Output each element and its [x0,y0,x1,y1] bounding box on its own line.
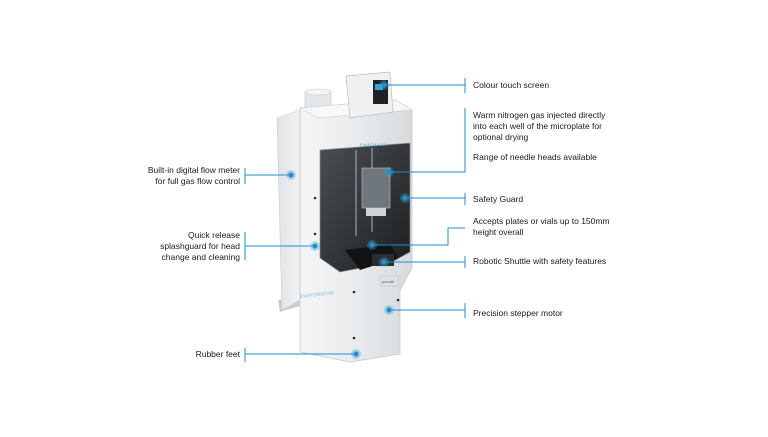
brand-badge-text: porvair [382,279,395,284]
base-brand-text: EVAPORATOR [300,290,335,300]
brand-badge [379,275,399,287]
callout-colour-touch-screen: Colour touch screen [473,80,550,90]
instrument-side-panel [276,109,301,311]
callout-safety-guard: Safety Guard [473,194,524,204]
touch-screen-housing [345,71,394,119]
callout-stepper-motor: Precision stepper motor [473,308,563,318]
callout-rubber-feet: Rubber feet [195,349,240,359]
evaporation-chamber-window [319,142,411,273]
callout-robotic-shuttle: Robotic Shuttle with safety features [473,256,607,266]
callout-needle-heads: Range of needle heads available [473,152,597,162]
panel-screws [313,196,400,340]
callout-nitrogen-gas: Warm nitrogen gas injected directly into… [473,110,606,142]
callout-dots [286,80,410,359]
callout-plates-vials: Accepts plates or vials up to 150mm heig… [473,216,610,237]
callout-splashguard: Quick release splashguard for head chang… [160,230,240,262]
callout-lines [244,78,466,362]
chamber-brand-text: EVAPORATOR [360,142,387,147]
callout-flow-meter: Built-in digital flow meter for full gas… [147,165,240,186]
